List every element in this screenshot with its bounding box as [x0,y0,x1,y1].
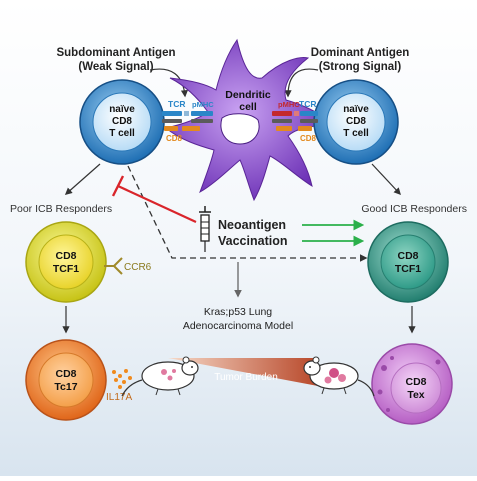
dominant-title-line2: (Strong Signal) [319,61,402,73]
tcr-label-left: TCR [168,99,185,109]
tex-line2: Tex [407,389,424,401]
dendritic-label-line2: cell [239,101,257,113]
tcr-bar-left [162,111,182,116]
tc17-line1: CD8 [55,368,76,380]
tc17-line2: Tc17 [54,381,77,393]
tcf1-cell-right-nucleus [380,234,436,290]
tcr-bar-right-2 [300,119,318,123]
pmhc-label-right: pMHC [278,100,300,109]
tcr-bar-right [300,111,318,116]
cd8-bar-left-2 [182,126,200,131]
tc17-cell: CD8 Tc17 [25,339,107,421]
tex-cell: CD8 Tex [371,343,453,425]
model-label-line2: Adenocarcinoma Model [183,320,293,332]
il17a-label: IL17A [106,392,132,403]
synapse-left: TCR pMHC CD8 [162,99,214,143]
tex-cell-nucleus [390,362,442,414]
arrow-left-down [64,163,101,195]
pmhc-bar-left [191,111,213,116]
mouse-icon-right [303,356,375,397]
cd8-label-left: CD8 [166,134,183,143]
tc17-cell-nucleus [38,352,94,408]
subdominant-title-line1: Subdominant Antigen [56,47,175,59]
inhibition-bar [111,175,125,197]
tcf1-right-line2: TCF1 [395,263,421,275]
subdominant-arrow [149,68,189,98]
naive-t-cell-right: naïve CD8 T cell [313,79,399,165]
naive-left-line1: naïve [109,104,135,115]
ccr6-label: CCR6 [124,262,152,273]
tcf1-left-line2: TCF1 [53,263,79,275]
inhibition-line [117,185,197,223]
neoantigen-label-line1: Neoantigen [218,218,286,232]
dendritic-cell-nucleus [220,113,260,145]
antibody-icon [104,257,123,275]
tex-line1: CD8 [405,376,426,388]
naive-right-line2: CD8 [346,116,366,127]
synapse-right: pMHC TCR CD8 [272,99,318,143]
peptide-right [294,111,299,116]
mouse-icon [121,356,199,397]
tcr-label-right: TCR [299,99,316,109]
cd8-bar-left [164,126,178,131]
cd8-bar-right [276,126,292,131]
naive-left-line3: T cell [109,128,135,139]
peptide-left [184,111,189,116]
tcf1-cell-left: CD8 TCF1 [25,221,107,303]
cd8-label-right: CD8 [300,134,317,143]
naive-t-cell-left-nucleus [92,92,152,152]
naive-left-line2: CD8 [112,116,132,127]
dendritic-label-line1: Dendritic [225,89,271,101]
pmhc-bar-right-2 [272,119,292,123]
subdominant-title-line2: (Weak Signal) [78,61,153,73]
pmhc-bar-right [272,111,292,116]
good-responders-label: Good ICB Responders [361,203,467,215]
tcf1-cell-right: CD8 TCF1 [367,221,449,303]
dendritic-cell: Dendritic cell [164,38,334,202]
poor-responders-label: Poor ICB Responders [10,203,112,215]
arrow-right-down [371,163,401,196]
pmhc-bar-left-2 [191,119,213,123]
naive-right-line1: naïve [343,104,369,115]
pmhc-label-left: pMHC [192,100,214,109]
neoantigen-label-line2: Vaccination [218,234,287,248]
syringe-icon [199,206,211,252]
model-label-line1: Kras;p53 Lung [204,306,272,318]
il17a-dots [112,369,132,389]
cd8-bar-right-2 [298,126,312,131]
dominant-arrow [284,68,319,98]
naive-t-cell-left: naïve CD8 T cell [79,79,165,165]
dominant-title-line1: Dominant Antigen [311,47,410,59]
naive-right-line3: T cell [343,128,369,139]
tcr-bar-left-2 [162,119,182,123]
tumor-burden-wedge [168,358,318,386]
tcf1-right-line1: CD8 [397,250,418,262]
naive-t-cell-right-nucleus [326,92,386,152]
tcf1-cell-left-nucleus [38,234,94,290]
tumor-burden-label: Tumor Burden [214,372,278,383]
tcf1-left-line1: CD8 [55,250,76,262]
